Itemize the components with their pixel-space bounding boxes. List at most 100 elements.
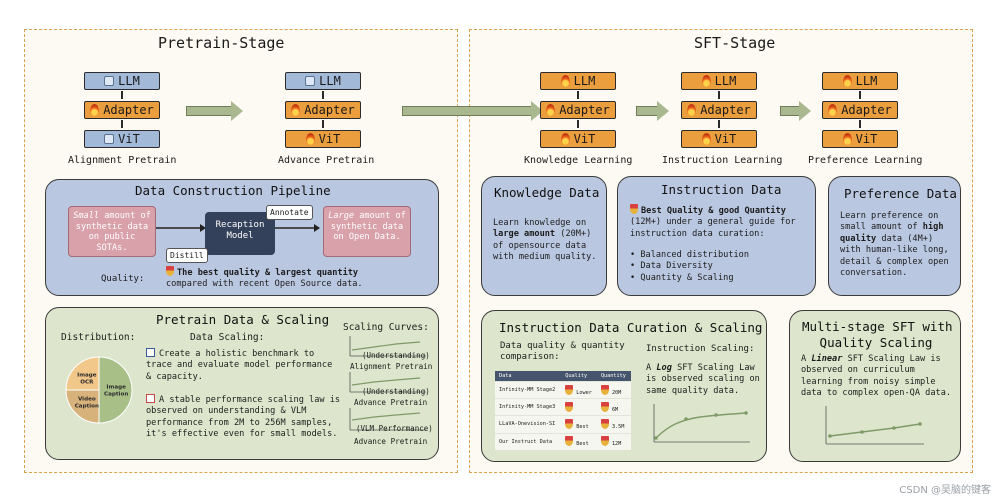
table-cell: Infinity-MM Stage3 xyxy=(495,398,562,416)
llm-block: LLM xyxy=(84,72,160,90)
scaling-curve-2 xyxy=(349,372,426,393)
pie-label: Image xyxy=(77,372,97,378)
distill-callout: Distill xyxy=(166,248,208,263)
curve-1-inner-label: (Understanding) xyxy=(362,351,430,360)
table-row: Infinity-MM Stage3 6M xyxy=(495,398,631,416)
linear-scaling-law-text: A Linear SFT Scaling Law is observed on … xyxy=(801,354,959,400)
stage-transition-arrow xyxy=(402,101,543,121)
multistage-title: Multi-stage SFT with Quality Scaling xyxy=(802,319,953,351)
log-scaling-law-text: A Log SFT Scaling Law is observed scalin… xyxy=(646,363,762,397)
instruction-learning-caption: Instruction Learning xyxy=(662,155,783,166)
instruction-bullets: • Balanced distribution • Data Diversity… xyxy=(630,250,750,283)
curve-2-caption: Advance Pretrain xyxy=(354,398,428,407)
bullet-item: Quantity & Scaling xyxy=(640,272,734,283)
pie-slice xyxy=(65,389,100,424)
benchmark-text: Create a holistic benchmark to trace and… xyxy=(146,349,333,382)
knowledge-line: (20M+) xyxy=(555,229,592,240)
table-header: Quantity xyxy=(596,371,631,382)
linear-scaling-curve xyxy=(825,406,924,445)
medal-icon xyxy=(565,418,574,429)
distribution-label: Distribution: xyxy=(61,332,136,343)
adapter-label: Adapter xyxy=(103,103,154,117)
law-bold: Log xyxy=(656,363,672,373)
instruction-data-text: Best Quality & good Quantity (12M+) unde… xyxy=(630,204,814,240)
instruction-data-title: Instruction Data xyxy=(661,182,782,197)
data-comparison-table: Data Quality Quantity Infinity-MM Stage2… xyxy=(495,371,631,450)
vit-label: ViT xyxy=(318,132,341,146)
fire-icon xyxy=(546,104,556,116)
frozen-cube-icon xyxy=(104,76,115,86)
scaling-panel-title: Pretrain Data & Scaling xyxy=(156,312,330,327)
fire-icon xyxy=(305,133,315,145)
table-cell: LLaVA-Onevision-SI xyxy=(495,415,562,434)
log-scaling-curve xyxy=(653,404,750,443)
pipeline-arrows xyxy=(156,224,320,232)
adapter-label: Adapter xyxy=(559,103,610,117)
curation-title: Instruction Data Curation & Scaling xyxy=(499,320,763,335)
vit-block: ViT xyxy=(285,130,361,148)
linear-law-text: SFT Scaling Law is observed on curriculu… xyxy=(801,354,952,399)
large-data-box: Large amount of synthetic data on Open D… xyxy=(323,206,411,257)
medal-icon xyxy=(600,384,609,395)
curve-3-caption: Advance Pretrain xyxy=(354,437,428,446)
instruction-bold: Best Quality & good Quantity xyxy=(641,206,786,216)
preference-line: conversation. xyxy=(840,268,908,279)
instruction-scaling-label: Instruction Scaling: xyxy=(646,344,755,354)
knowledge-data-title: Knowledge Data xyxy=(494,185,600,200)
advance-pretrain-caption: Advance Pretrain xyxy=(278,155,375,166)
checkbox-checked-icon xyxy=(146,394,155,403)
table-header: Data xyxy=(495,371,562,382)
knowledge-line: with medium quality. xyxy=(493,252,597,263)
instruction-line: instruction data curation: xyxy=(630,228,765,239)
fire-icon xyxy=(687,104,697,116)
stage-arrow xyxy=(186,101,243,121)
knowledge-data-panel xyxy=(481,176,607,296)
instruction-data-panel xyxy=(617,176,816,296)
llm-label: LLM xyxy=(573,74,596,88)
knowledge-learning-caption: Knowledge Learning xyxy=(524,155,633,166)
pie-slice xyxy=(98,356,133,424)
vit-label: ViT xyxy=(573,132,596,146)
medal-icon xyxy=(166,266,174,276)
multistage-sft-panel xyxy=(789,310,961,462)
preference-bold: high xyxy=(922,222,944,233)
preference-line: Learn preference on xyxy=(840,211,939,221)
large-data-text: amount of synthetic data on Open Data. xyxy=(330,211,406,243)
table-cell: Infinity-MM Stage2 xyxy=(495,380,562,399)
llm-label: LLM xyxy=(714,74,737,88)
pie-label: Caption xyxy=(104,392,128,398)
preference-line: detail & complex open xyxy=(840,256,949,267)
adapter-label: Adapter xyxy=(700,103,751,117)
curve-1-caption: Alignment Pretrain xyxy=(350,362,433,371)
knowledge-line: Learn knowledge on xyxy=(493,218,587,228)
adapter-label: Adapter xyxy=(841,103,892,117)
comparison-line: Data quality & quantity xyxy=(500,341,625,351)
preference-line: small amount of xyxy=(840,222,923,233)
linear-law-text: A xyxy=(801,354,812,364)
table-row: Infinity-MM Stage2 Lower 20M xyxy=(495,380,631,399)
annotate-callout: Annotate xyxy=(266,205,313,220)
adapter-block: Adapter xyxy=(822,101,898,119)
fire-icon xyxy=(560,133,570,145)
llm-label: LLM xyxy=(855,74,878,88)
medal-icon xyxy=(600,418,609,429)
vit-block: ViT xyxy=(84,130,160,148)
small-label: Small xyxy=(73,211,100,221)
recaption-model-label: Recaption Model xyxy=(215,220,265,241)
sft-arrow xyxy=(636,101,669,121)
vit-block: ViT xyxy=(540,130,616,148)
small-data-text: amount of synthetic data on public SOTAs… xyxy=(75,211,151,253)
pie-label: OCR xyxy=(80,379,94,385)
knowledge-line: of opensource data xyxy=(493,240,587,251)
adapter-block: Adapter xyxy=(681,101,757,119)
law-text: SFT Scaling Law is observed scaling on s… xyxy=(646,363,760,396)
adapter-block: Adapter xyxy=(84,101,160,119)
bullet-item: Data Diversity xyxy=(640,261,713,272)
fire-icon xyxy=(560,75,570,87)
table-cell: Best xyxy=(576,423,589,430)
table-cell: Our Instruct Data xyxy=(495,432,562,450)
fire-icon xyxy=(828,104,838,116)
instruction-line: (12M+) under a general guide for xyxy=(630,217,796,228)
vit-block: ViT xyxy=(681,130,757,148)
